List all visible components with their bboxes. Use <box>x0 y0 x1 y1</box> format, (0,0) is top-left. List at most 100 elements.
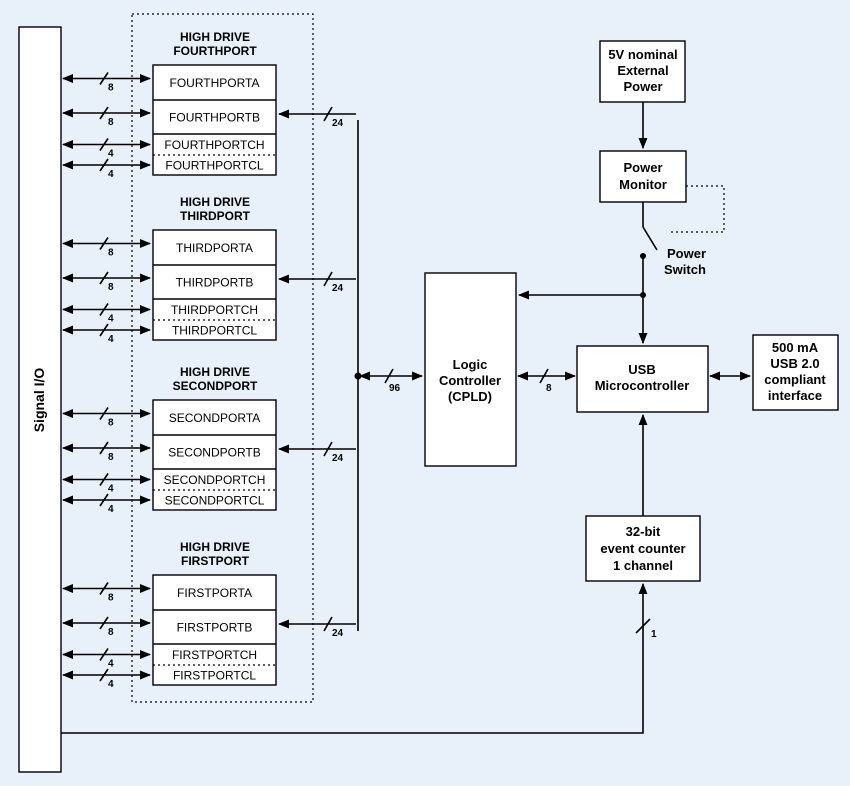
port-bus-slash <box>323 271 333 287</box>
port-bus-label: 24 <box>332 283 344 294</box>
counter-line3: 1 channel <box>613 558 673 573</box>
ext-power-line2: External <box>617 63 668 78</box>
monitor-switch-dotted-link <box>670 185 725 233</box>
port-register-label: FIRSTPORTB <box>177 621 253 635</box>
bus-width-label: 4 <box>108 484 114 495</box>
bus-slash <box>99 138 109 151</box>
usb-iface-line4: interface <box>768 388 822 403</box>
bus96-slash <box>384 368 394 384</box>
bus-slash <box>99 407 109 420</box>
bus-width-label: 4 <box>108 679 114 690</box>
port-box <box>152 229 277 341</box>
bus-slash <box>99 303 109 316</box>
port-register-label: FOURTHPORTA <box>169 76 259 90</box>
bus-width-label: 4 <box>108 169 114 180</box>
bus-width-label: 4 <box>108 504 114 515</box>
bus8-label: 8 <box>546 383 552 394</box>
port-box <box>152 64 277 176</box>
logic-line3: (CPLD) <box>448 389 492 404</box>
bus-slash <box>99 648 109 661</box>
counter-input-line <box>61 582 648 734</box>
bus-slash <box>99 158 109 172</box>
port-register-label: FOURTHPORTB <box>169 111 260 125</box>
event-counter-box <box>585 515 701 582</box>
port-group: HIGH DRIVESECONDPORTSECONDPORTA8SECONDPO… <box>61 365 356 515</box>
bus-width-label: 8 <box>108 282 114 293</box>
usb-iface-line2: USB 2.0 <box>770 356 819 371</box>
counter-bus-slash <box>635 618 651 634</box>
bus-slash <box>99 72 109 85</box>
port-register-label: FIRSTPORTCH <box>172 648 257 662</box>
signal-io-bar <box>18 26 62 773</box>
port-register-label: THIRDPORTCH <box>171 303 258 317</box>
port-title1: HIGH DRIVE <box>180 365 250 379</box>
port-title2: SECONDPORT <box>173 379 258 393</box>
port-register-label: THIRDPORTA <box>176 241 253 255</box>
bus-width-label: 8 <box>108 627 114 638</box>
port-group: HIGH DRIVEFIRSTPORTFIRSTPORTA8FIRSTPORTB… <box>61 540 356 690</box>
port-box <box>152 399 277 511</box>
logic-line1: Logic <box>453 357 488 372</box>
port-title1: HIGH DRIVE <box>180 540 250 554</box>
logic-line2: Controller <box>439 373 501 388</box>
power-monitor-line1: Power <box>623 160 662 175</box>
bus-width-label: 8 <box>108 593 114 604</box>
usb-line1: USB <box>628 362 655 377</box>
bus-width-label: 4 <box>108 334 114 345</box>
ext-power-line1: 5V nominal <box>608 47 677 62</box>
external-power-box <box>599 40 686 103</box>
port-register-label: THIRDPORTB <box>176 276 254 290</box>
port-bus-slash <box>323 441 333 457</box>
counter-bus-label: 1 <box>651 629 657 640</box>
port-group: HIGH DRIVEFOURTHPORTFOURTHPORTA8FOURTHPO… <box>61 30 356 180</box>
port-bus-slash <box>323 616 333 632</box>
bus-width-label: 8 <box>108 452 114 463</box>
power-switch-line2: Switch <box>664 262 706 277</box>
bus-width-label: 4 <box>108 314 114 325</box>
bus-slash <box>99 237 109 250</box>
bus-slash <box>99 493 109 507</box>
bus-slash <box>99 473 109 486</box>
port-title2: FIRSTPORT <box>181 554 250 568</box>
usb-microcontroller-box <box>576 345 709 413</box>
bus-width-label: 4 <box>108 659 114 670</box>
port-register-label: SECONDPORTA <box>169 411 261 425</box>
port-register-label: FOURTHPORTCL <box>165 159 264 173</box>
port-register-label: FIRSTPORTCL <box>173 669 256 683</box>
port-register-label: SECONDPORTB <box>168 446 260 460</box>
port-bus-label: 24 <box>332 453 344 464</box>
bus-slash <box>99 323 109 337</box>
usb-line2: Microcontroller <box>595 378 690 393</box>
bus-slash <box>99 582 109 595</box>
counter-line1: 32-bit <box>626 524 661 539</box>
port-box <box>152 574 277 686</box>
port-groups: HIGH DRIVEFOURTHPORTFOURTHPORTA8FOURTHPO… <box>61 30 356 690</box>
port-enclosure <box>131 13 314 703</box>
power-switch-blade <box>642 226 658 251</box>
port-register-label: SECONDPORTCH <box>164 473 266 487</box>
port-title2: THIRDPORT <box>180 209 251 223</box>
bus-slash <box>99 441 109 455</box>
bus-width-label: 4 <box>108 149 114 160</box>
port-register-label: THIRDPORTCL <box>172 324 257 338</box>
port-title1: HIGH DRIVE <box>180 195 250 209</box>
signal-io-label: Signal I/O <box>31 368 47 433</box>
port-bus-slash <box>323 106 333 122</box>
bus96-label: 96 <box>389 383 401 394</box>
bus-slash <box>99 616 109 630</box>
port-bus-label: 24 <box>332 628 344 639</box>
port-bus-label: 24 <box>332 118 344 129</box>
bus-slash <box>99 106 109 120</box>
port-register-label: SECONDPORTCL <box>165 494 265 508</box>
counter-line2: event counter <box>600 541 685 556</box>
port-title1: HIGH DRIVE <box>180 30 250 44</box>
bus8-slash <box>539 368 549 384</box>
port-title2: FOURTHPORT <box>173 44 257 58</box>
logic-controller-box <box>424 272 517 467</box>
usb-iface-line1: 500 mA <box>772 340 819 355</box>
port-register-label: FIRSTPORTA <box>177 586 252 600</box>
bus-slash <box>99 668 109 682</box>
power-switch-line1: Power <box>667 246 706 261</box>
